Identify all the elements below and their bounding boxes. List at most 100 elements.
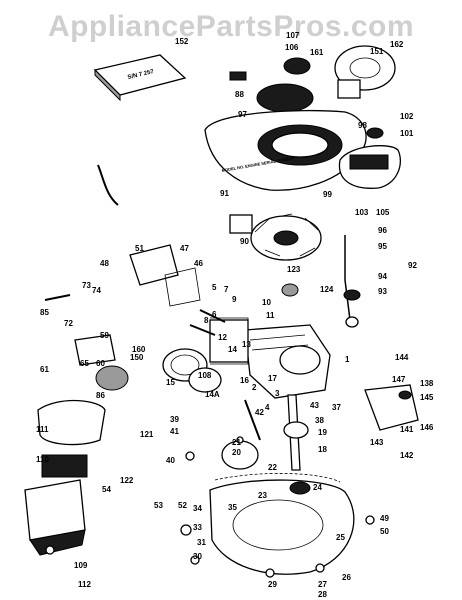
callout-91: 91 (220, 189, 229, 198)
callout-14: 14 (228, 345, 237, 354)
callout-23: 23 (258, 491, 267, 500)
callout-152: 152 (175, 37, 189, 46)
callout-151: 151 (370, 47, 384, 56)
callout-92: 92 (408, 261, 417, 270)
callout-93: 93 (378, 287, 387, 296)
callout-29: 29 (268, 580, 277, 589)
callout-20: 20 (232, 448, 241, 457)
governor-rod (344, 235, 351, 321)
callout-86: 86 (96, 391, 105, 400)
callout-6: 6 (212, 310, 217, 319)
callout-11: 11 (266, 311, 275, 320)
callout-138: 138 (420, 379, 434, 388)
callout-147: 147 (392, 375, 406, 384)
callout-111: 111 (36, 425, 49, 434)
callout-14a: 14A (205, 390, 220, 399)
callout-46: 46 (194, 259, 203, 268)
callout-107: 107 (286, 31, 300, 40)
callout-112: 112 (78, 580, 91, 589)
callout-12: 12 (218, 333, 227, 342)
flywheel-key (281, 283, 299, 297)
muffler (95, 365, 129, 391)
callout-106: 106 (285, 43, 299, 52)
ignition-module (229, 214, 253, 234)
camshaft (244, 399, 261, 441)
callout-143: 143 (370, 438, 384, 447)
fasteners (44, 294, 375, 578)
callout-9: 9 (232, 295, 237, 304)
callout-28: 28 (318, 590, 327, 599)
governor-parts (343, 289, 361, 301)
callout-90: 90 (240, 237, 249, 246)
control-bracket (364, 384, 419, 431)
callout-141: 141 (400, 425, 414, 434)
callout-25: 25 (336, 533, 345, 542)
callout-21: 21 (232, 438, 241, 447)
callout-26: 26 (342, 573, 351, 582)
callout-59: 59 (100, 331, 109, 340)
rope-pulley (256, 83, 314, 113)
callout-74: 74 (92, 286, 101, 295)
callout-96: 96 (378, 226, 387, 235)
callout-16: 16 (240, 376, 249, 385)
callout-22: 22 (268, 463, 277, 472)
callout-105: 105 (376, 208, 390, 217)
callout-123: 123 (287, 265, 301, 274)
callout-42: 42 (255, 408, 264, 417)
callout-94: 94 (378, 272, 387, 281)
callout-122: 122 (120, 476, 134, 485)
air-filter-housing (24, 399, 106, 556)
callout-102: 102 (400, 112, 414, 121)
callout-144: 144 (395, 353, 409, 362)
cylinder-head (209, 319, 249, 363)
recoil-starter-housing (334, 45, 396, 99)
callout-110: 110 (36, 455, 49, 464)
cylinder-block (244, 324, 331, 399)
manual-text: S/N 7 257 (127, 69, 155, 81)
callout-7: 7 (224, 285, 229, 294)
manual-booklet: S/N 7 257 (93, 54, 187, 102)
piston-rings (162, 348, 222, 393)
knob (366, 127, 384, 139)
callout-146: 146 (420, 423, 434, 432)
callout-53: 53 (154, 501, 163, 510)
callout-162: 162 (390, 40, 404, 49)
callout-40: 40 (166, 456, 175, 465)
governor-parts (345, 316, 359, 328)
callout-27: 27 (318, 580, 327, 589)
callout-108: 108 (198, 371, 212, 380)
callout-60: 60 (96, 359, 105, 368)
callout-61: 61 (40, 365, 49, 374)
callout-50: 50 (380, 527, 389, 536)
callout-1: 1 (345, 355, 350, 364)
callout-73: 73 (82, 281, 91, 290)
callout-99: 99 (323, 190, 332, 199)
callout-95: 95 (378, 242, 387, 251)
callout-150: 150 (130, 353, 144, 362)
callout-8: 8 (204, 316, 209, 325)
callout-49: 49 (380, 514, 389, 523)
spark-plug-wire (97, 164, 119, 206)
head-gasket (210, 317, 249, 365)
air-filter-element (349, 154, 389, 170)
callout-30: 30 (193, 552, 202, 561)
callout-121: 121 (140, 430, 154, 439)
callout-52: 52 (178, 501, 187, 510)
callout-18: 18 (318, 445, 327, 454)
callout-41: 41 (170, 427, 179, 436)
callout-39: 39 (170, 415, 179, 424)
callout-101: 101 (400, 129, 414, 138)
callout-145: 145 (420, 393, 434, 402)
callout-33: 33 (193, 523, 202, 532)
callout-34: 34 (193, 504, 202, 513)
callout-98: 98 (358, 121, 367, 130)
callout-35: 35 (228, 503, 237, 512)
callout-97: 97 (238, 110, 247, 119)
callout-54: 54 (102, 485, 111, 494)
callout-103: 103 (355, 208, 369, 217)
callout-47: 47 (180, 244, 189, 253)
callout-161: 161 (310, 48, 324, 57)
bracket-spring (398, 390, 412, 400)
watermark: AppliancePartsPros.com (47, 10, 415, 43)
